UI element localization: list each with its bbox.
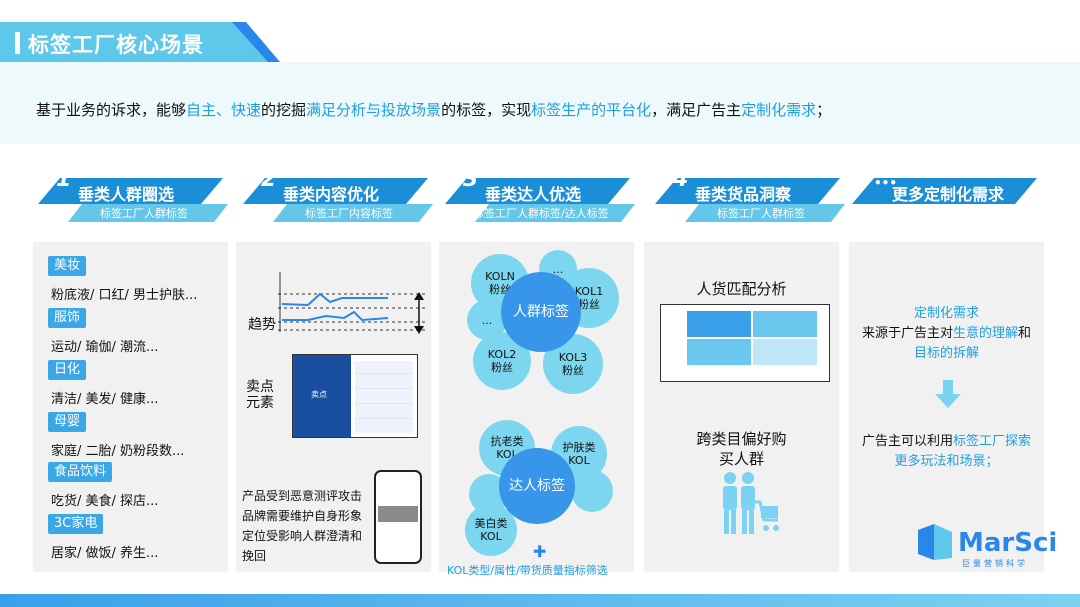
card-custom-needs: 定制化需求 来源于广告主对生意的理解和 目标的拆解 广告主可以利用标签工厂探索 … (849, 242, 1044, 572)
card-goods-insight: 人货匹配分析 跨类目偏好购 买人群 (644, 242, 839, 572)
category-text: 清洁/ 美发/ 健康... (51, 392, 159, 407)
selling-label: 卖点 (246, 379, 274, 395)
custom-need-line4: 广告主可以利用标签工厂探索 (861, 434, 1032, 449)
intro-text: 基于业务的诉求，能够自主、快速的挖掘满足分析与投放场景的标签，实现标签生产的平台… (36, 101, 832, 119)
arrow-down-icon (935, 380, 961, 408)
category-tag: 日化 (48, 360, 87, 380)
phone-icon (374, 470, 422, 564)
custom-need-title: 定制化需求 (913, 306, 979, 321)
quadrant-chart (660, 304, 830, 382)
category-tag: 服饰 (48, 308, 87, 328)
shoppers-icon (723, 472, 779, 534)
category-text: 居家/ 做饭/ 养生... (51, 546, 159, 561)
category-text: 家庭/ 二胎/ 奶粉段数... (51, 444, 185, 459)
plus-icon: ✚ (533, 542, 547, 561)
crowd-tag-bubble: 人群标签 (501, 272, 581, 352)
kol-bubble (571, 470, 613, 512)
custom-need-line2: 来源于广告主对生意的理解和 (861, 326, 1032, 341)
card-header-1: 1 垂类人群圈选 标签工厂人群标签 (38, 167, 228, 236)
element-label: 元素 (246, 395, 274, 411)
category-text: 吃货/ 美食/ 探店... (51, 494, 159, 509)
category-tag: 食品饮料 (48, 462, 113, 482)
trend-label: 趋势 (248, 317, 276, 333)
cross-category-line2: 买人群 (718, 450, 764, 468)
bottom-band (0, 594, 1080, 607)
card-crowd-selection: 美妆 粉底液/ 口红/ 男士护肤... 服饰 运动/ 瑜伽/ 潮流... 日化 … (33, 242, 228, 572)
trend-chart (278, 272, 428, 334)
goods-match-title: 人货匹配分析 (696, 280, 787, 298)
category-tag: 美妆 (48, 256, 87, 276)
kol-caption: KOL类型/属性/带货质量指标筛选 (447, 564, 608, 577)
title-banner (0, 22, 270, 62)
intro-band (0, 62, 1080, 144)
card-header-4: 4 垂类货品洞察 标签工厂人群标签 (655, 167, 845, 236)
card-header-3: 3 垂类达人优选 标签工厂人群标签/达人标签 (445, 167, 635, 236)
custom-need-line5: 更多玩法和场景； (894, 454, 999, 469)
category-text: 运动/ 瑜伽/ 潮流... (51, 340, 159, 355)
talent-tag-bubble: 达人标签 (499, 448, 575, 524)
category-tag: 3C家电 (48, 514, 104, 534)
category-text: 粉底液/ 口红/ 男士护肤... (51, 288, 198, 303)
custom-need-line3: 目标的拆解 (913, 346, 979, 361)
cross-category-line1: 跨类目偏好购 (696, 430, 787, 448)
card-header-5: ••• 更多定制化需求 (852, 170, 1042, 236)
card-header-2: 2 垂类内容优化 标签工厂内容标签 (243, 167, 433, 236)
brand-name: MarSci (958, 528, 1058, 558)
brand-subtitle: 巨量营销科学 (962, 559, 1028, 568)
content-screenshot: 卖点 (292, 354, 418, 438)
title-marker (15, 32, 20, 54)
marsci-logo-icon (918, 524, 952, 560)
content-description: 产品受到恶意测评攻击品牌需要维护自身形象定位受影响人群澄清和挽回 (242, 489, 363, 563)
category-tag: 母婴 (48, 412, 87, 432)
page-title: 标签工厂核心场景 (28, 33, 204, 57)
card-content-optimization: 趋势 卖点 元素 卖点 产品受到恶意测评攻击品牌需要维护自身形象定位受影响人群澄… (236, 242, 431, 572)
